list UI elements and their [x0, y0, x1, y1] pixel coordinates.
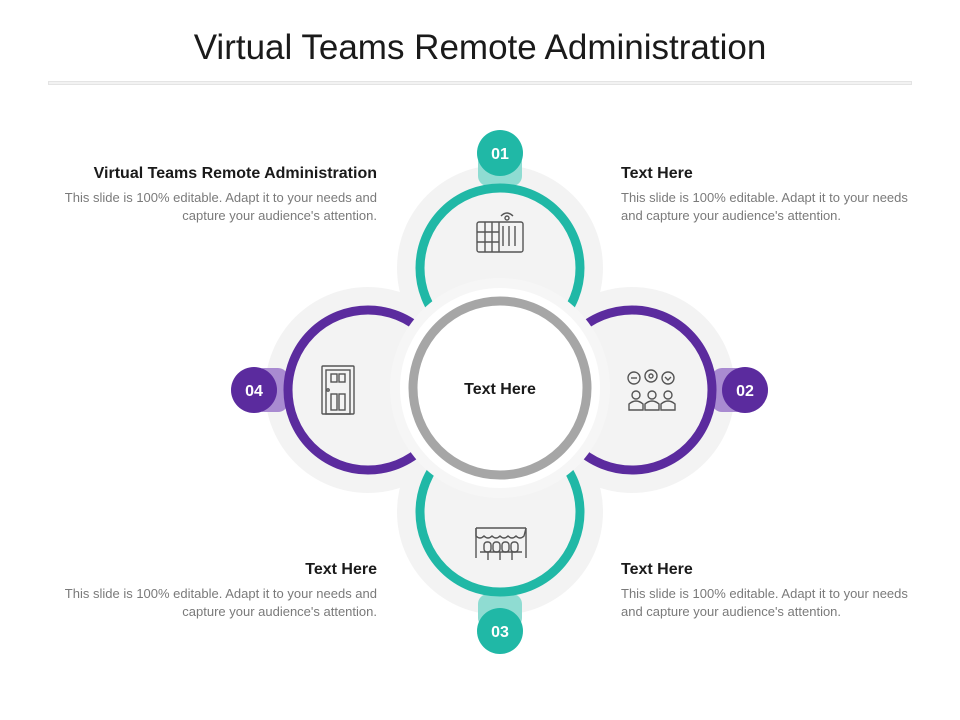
badge-02-label: 02 [736, 383, 754, 400]
badge-04: 04 [231, 367, 277, 413]
text-block-bottom-right: Text Here This slide is 100% editable. A… [621, 561, 921, 621]
text-block-top-right: Text Here This slide is 100% editable. A… [621, 165, 921, 225]
text-block-bottom-left: Text Here This slide is 100% editable. A… [37, 561, 377, 621]
center-ring [408, 296, 592, 480]
door-icon [321, 365, 355, 415]
conference-table-icon [475, 527, 527, 560]
text-block-body: This slide is 100% editable. Adapt it to… [64, 586, 377, 619]
badge-04-label: 04 [245, 383, 263, 400]
badge-02: 02 [722, 367, 768, 413]
text-block-body: This slide is 100% editable. Adapt it to… [621, 586, 908, 619]
badge-01: 01 [477, 130, 523, 176]
text-block-body: This slide is 100% editable. Adapt it to… [621, 190, 908, 223]
badge-03: 03 [477, 608, 523, 654]
text-block-heading: Text Here [621, 165, 693, 182]
badge-03-label: 03 [491, 624, 509, 641]
title-divider [48, 81, 912, 85]
text-block-heading: Text Here [305, 561, 377, 578]
text-block-top-left: Virtual Teams Remote Administration This… [37, 165, 377, 225]
keyboard-network-icon [476, 212, 524, 253]
center-label: Text Here [464, 381, 536, 398]
text-block-heading: Text Here [621, 561, 693, 578]
team-chat-icon [627, 369, 676, 411]
slide-title: Virtual Teams Remote Administration [193, 28, 767, 67]
text-block-heading: Virtual Teams Remote Administration [93, 165, 377, 182]
text-block-body: This slide is 100% editable. Adapt it to… [64, 190, 377, 223]
badge-01-label: 01 [491, 146, 509, 163]
